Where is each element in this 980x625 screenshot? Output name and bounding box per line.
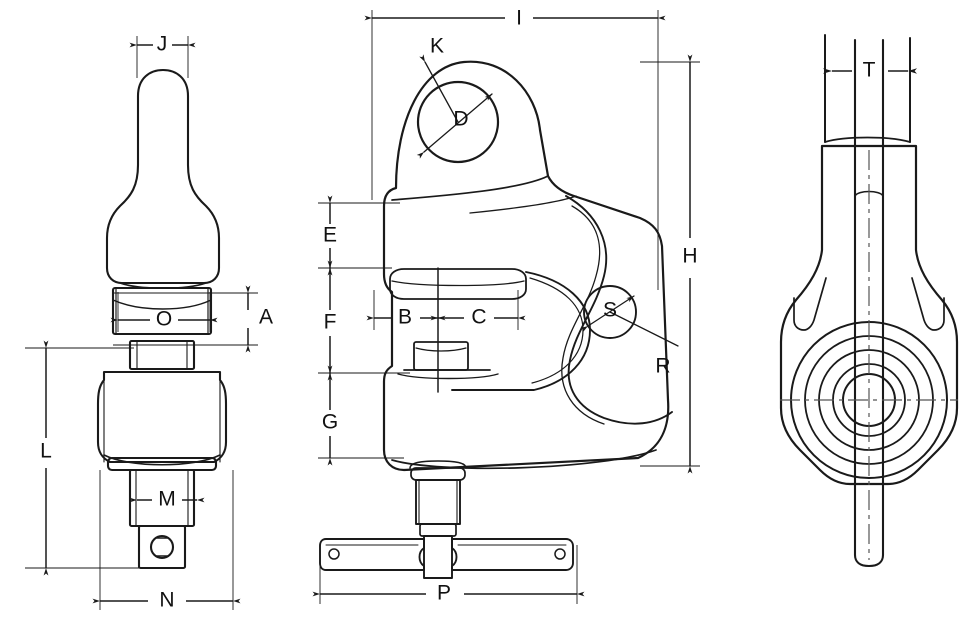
front-pin-flats — [155, 537, 169, 557]
leader-s — [580, 295, 635, 333]
dim-label-g: G — [322, 411, 338, 434]
dim-label-i: I — [516, 7, 522, 30]
dim-label-r: R — [655, 355, 670, 378]
dim-label-c: C — [471, 306, 486, 329]
dim-label-t: T — [863, 59, 876, 82]
front-collar-edges — [115, 287, 209, 335]
rear-left-wing — [793, 277, 827, 331]
front-view — [96, 68, 228, 570]
front-neck-edges — [136, 340, 188, 370]
dim-label-d: D — [453, 108, 468, 131]
rear-view-centrelines — [780, 150, 958, 560]
handle-right-endcap-hole — [554, 548, 566, 560]
front-pin-circle — [149, 534, 175, 560]
front-body-edges — [103, 371, 221, 463]
front-shackle-body — [105, 68, 221, 285]
front-pin-block — [137, 524, 187, 570]
front-upper-collar — [111, 286, 213, 336]
leader-r — [609, 311, 679, 347]
side-cam-outline-2 — [561, 205, 605, 425]
side-bottom-lip — [391, 449, 657, 470]
front-collar-curve — [112, 299, 212, 310]
dim-label-n: N — [159, 589, 174, 612]
rear-right-wing — [911, 277, 945, 331]
dim-label-k: K — [430, 35, 444, 58]
dim-label-s: S — [603, 299, 617, 322]
side-cam-outline — [565, 195, 673, 425]
dim-label-h: H — [682, 245, 697, 268]
dim-label-m: M — [158, 488, 176, 511]
side-upper-jaw-pad — [389, 268, 527, 300]
handle-left-endcap-hole — [328, 548, 340, 560]
side-jaw-pad-curve — [391, 280, 525, 287]
dim-label-o: O — [156, 308, 172, 331]
rear-stem-shoulder — [824, 136, 911, 143]
dim-label-j: J — [157, 33, 168, 56]
side-lower-anvil — [397, 341, 499, 380]
side-view-witness-lines — [318, 10, 700, 604]
rear-body-outline — [779, 144, 959, 486]
side-lug-under-edge — [391, 175, 549, 201]
side-spindle-assembly — [409, 460, 467, 579]
dim-label-l: L — [40, 440, 52, 463]
dim-label-f: F — [324, 311, 337, 334]
front-main-body — [96, 370, 228, 464]
front-neck-block — [128, 339, 196, 371]
side-view-dimensions — [312, 15, 693, 597]
rear-handle-shaft — [853, 38, 885, 568]
side-body-outline — [382, 60, 670, 472]
dim-label-b: B — [398, 306, 412, 329]
leader-d — [416, 93, 493, 159]
front-view-dimensions — [43, 42, 251, 604]
dim-label-p: P — [437, 582, 451, 605]
dim-label-e: E — [323, 224, 337, 247]
dim-label-a: A — [259, 306, 273, 329]
